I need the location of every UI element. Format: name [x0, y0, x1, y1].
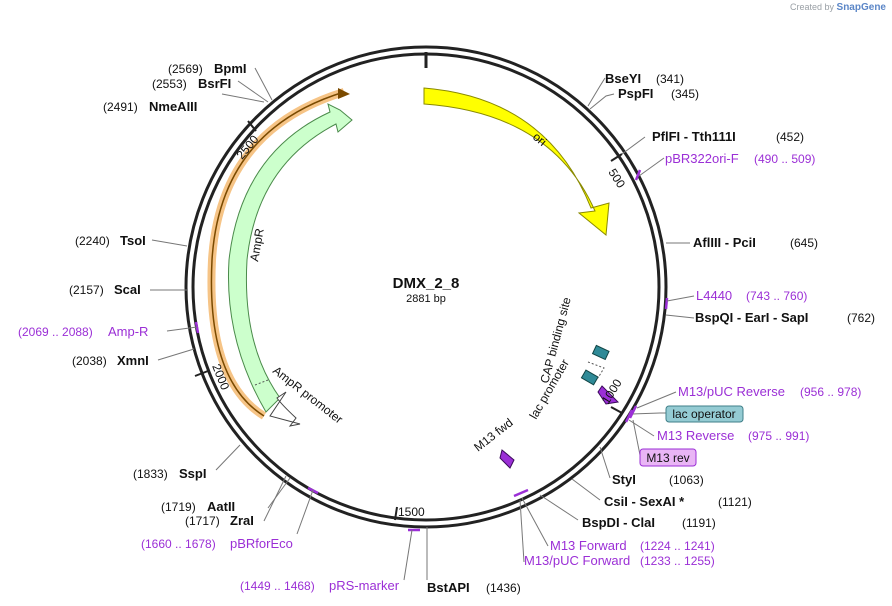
primer-m13puc-forward[interactable]: M13/pUC Forward	[524, 553, 630, 568]
enzyme-bspqi-eari-sapi-pos: (762)	[847, 311, 875, 325]
enzyme-styi-pos: (1063)	[669, 473, 704, 487]
primer-pbrforeco-range: (1660 .. 1678)	[141, 537, 216, 551]
primer-m13-reverse-range: (975 .. 991)	[748, 429, 809, 443]
enzyme-bspqi-eari-sapi[interactable]: BspQI - EarI - SapI	[695, 310, 808, 325]
tick-2000	[194, 370, 209, 377]
tick-label-1500: 1500	[398, 505, 425, 519]
tick-1000	[610, 406, 623, 414]
primer-prs-marker-range: (1449 .. 1468)	[240, 579, 315, 593]
primer-mark-pbr322ori	[634, 169, 642, 181]
primer-pbr322ori-f-range: (490 .. 509)	[754, 152, 815, 166]
enzyme-pspfi-pos: (345)	[671, 87, 699, 101]
primer-m13puc-forward-range: (1233 .. 1255)	[640, 554, 715, 568]
ori-feature-arrow[interactable]	[423, 87, 610, 236]
plasmid-length: 2881 bp	[406, 293, 446, 305]
enzyme-bpmi[interactable]: BpmI	[214, 61, 247, 76]
enzyme-sspi[interactable]: SspI	[179, 466, 206, 481]
ampr-direction-arrow	[210, 91, 345, 417]
cap-binding-site-box[interactable]	[591, 344, 610, 361]
enzyme-nmeaiii[interactable]: NmeAIII	[149, 99, 197, 114]
enzyme-bseyi[interactable]: BseYI	[605, 71, 641, 86]
m13-rev-arrow-feature[interactable]	[597, 385, 620, 405]
primer-pbr322ori-f[interactable]: pBR322ori-F	[665, 151, 739, 166]
primer-l4440-range: (743 .. 760)	[746, 289, 807, 303]
enzyme-pflfi-tth111i-pos: (452)	[776, 130, 804, 144]
leader-lines	[150, 67, 695, 581]
enzyme-xmni-pos: (2038)	[72, 354, 107, 368]
tick-500	[610, 153, 623, 162]
lac-operator-box[interactable]	[665, 405, 744, 423]
enzyme-bseyi-pos: (341)	[656, 72, 684, 86]
ampr-feature-arrow[interactable]	[228, 103, 353, 413]
enzyme-tsoi[interactable]: TsoI	[120, 233, 146, 248]
enzyme-nmeaiii-pos: (2491)	[103, 100, 138, 114]
primer-mark-m13puc-rev	[628, 405, 638, 419]
lac-dotted-region	[587, 361, 605, 379]
enzyme-zrai-pos: (1717)	[185, 514, 220, 528]
m13-fwd-label: M13 fwd	[471, 415, 515, 454]
credit-prefix: Created by	[789, 2, 835, 12]
primer-m13-forward-range: (1224 .. 1241)	[640, 539, 715, 553]
primer-mark-m13fwd	[513, 488, 529, 498]
enzyme-pflfi-tth111i[interactable]: PflFI - Tth111I	[652, 129, 736, 144]
m13-fwd-arrow-feature[interactable]	[499, 449, 515, 469]
primer-m13puc-reverse-range: (956 .. 978)	[800, 385, 861, 399]
primer-m13-reverse[interactable]: M13 Reverse	[657, 428, 734, 443]
tick-2500	[247, 120, 257, 132]
enzyme-bspdi-clai-pos: (1191)	[682, 516, 716, 530]
enzyme-csii-sexai-pos: (1121)	[718, 495, 752, 509]
enzyme-tsoi-pos: (2240)	[75, 234, 110, 248]
snapgene-credit: Created by SnapGene	[790, 2, 886, 13]
enzyme-scai-pos: (2157)	[69, 283, 104, 297]
primer-m13puc-reverse[interactable]: M13/pUC Reverse	[678, 384, 785, 399]
primer-l4440[interactable]: L4440	[696, 288, 732, 303]
plasmid-name: DMX_2_8	[393, 275, 460, 292]
enzyme-aatii-pos: (1719)	[161, 500, 196, 514]
ampr-label: AmpR	[247, 227, 267, 263]
tick-1500	[394, 506, 398, 521]
enzyme-bstapi-pos: (1436)	[486, 581, 521, 595]
ampr-arrowhead-small	[338, 88, 350, 99]
enzyme-csii-sexai[interactable]: CsiI - SexAI *	[604, 494, 685, 509]
enzyme-bpmi-pos: (2569)	[168, 62, 203, 76]
primer-m13-forward[interactable]: M13 Forward	[550, 538, 627, 553]
primer-pbrforeco[interactable]: pBRforEco	[230, 536, 293, 551]
ampr-promoter-arrow[interactable]	[269, 391, 301, 427]
primer-amp-r-range: (2069 .. 2088)	[18, 325, 93, 339]
enzyme-sspi-pos: (1833)	[133, 467, 168, 481]
enzyme-bspdi-clai[interactable]: BspDI - ClaI	[582, 515, 655, 530]
enzyme-aatii[interactable]: AatII	[207, 499, 235, 514]
primer-mark-m13-rev	[624, 409, 634, 423]
enzyme-styi[interactable]: StyI	[612, 472, 636, 487]
enzyme-bsrfi[interactable]: BsrFI	[198, 76, 231, 91]
enzyme-bstapi[interactable]: BstAPI	[427, 580, 470, 595]
enzyme-afliii-pcii-pos: (645)	[790, 236, 818, 250]
enzyme-pspfi[interactable]: PspFI	[618, 86, 653, 101]
primer-mark-l4440	[664, 297, 669, 310]
enzyme-xmni[interactable]: XmnI	[117, 353, 149, 368]
primer-amp-r[interactable]: Amp-R	[108, 324, 148, 339]
m13-rev-label: M13 rev	[646, 451, 689, 465]
primer-prs-marker[interactable]: pRS-marker	[329, 578, 400, 593]
m13-rev-box[interactable]	[639, 448, 697, 467]
snapgene-logo-text: SnapGene	[836, 2, 886, 13]
enzyme-zrai[interactable]: ZraI	[230, 513, 254, 528]
enzyme-bsrfi-pos: (2553)	[152, 77, 187, 91]
lac-operator-label: lac operator	[672, 407, 735, 421]
tick-label-1000: 1000	[599, 376, 625, 406]
tick-label-500: 500	[605, 166, 628, 191]
backbone-outer	[184, 45, 668, 529]
enzyme-afliii-pcii[interactable]: AflIII - PciI	[693, 235, 756, 250]
enzyme-scai[interactable]: ScaI	[114, 282, 141, 297]
lac-promoter-box[interactable]	[580, 369, 599, 386]
